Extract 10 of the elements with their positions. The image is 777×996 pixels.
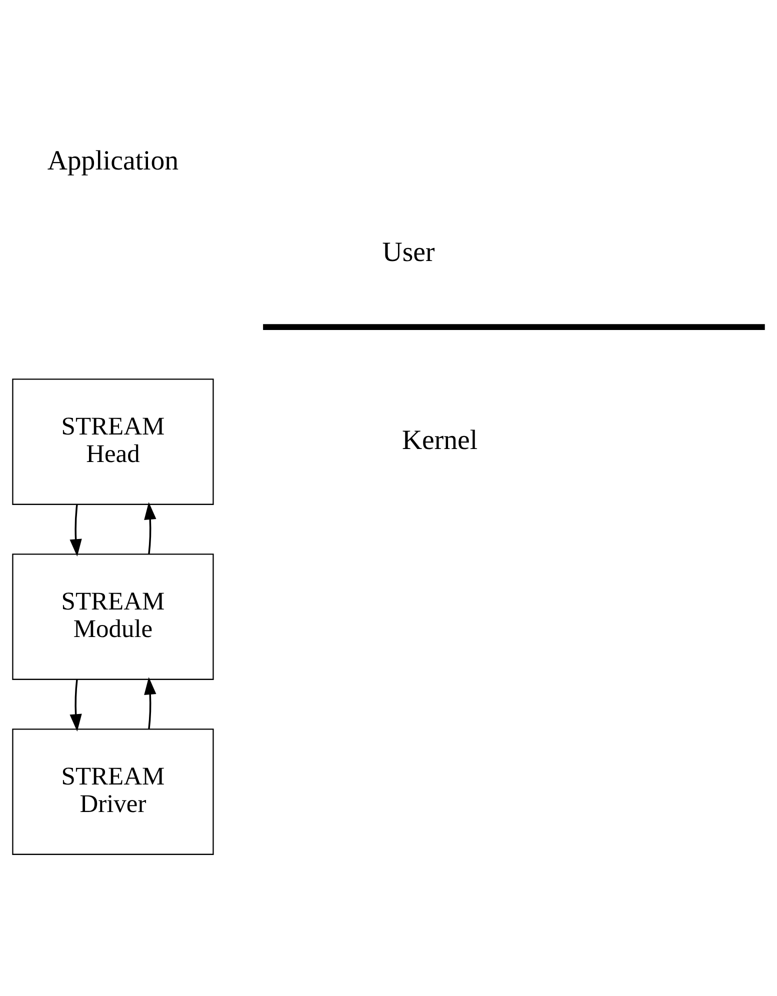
label: Application [47, 146, 179, 177]
arrow [144, 677, 156, 729]
arrow [70, 680, 82, 732]
label: Kernel [402, 424, 478, 456]
arrow [144, 502, 156, 554]
node-box: STREAM Driver [12, 728, 214, 855]
label: User [382, 237, 435, 268]
node-box: STREAM Head [12, 378, 214, 505]
arrow [70, 504, 82, 557]
node-box: STREAM Module [12, 554, 214, 680]
